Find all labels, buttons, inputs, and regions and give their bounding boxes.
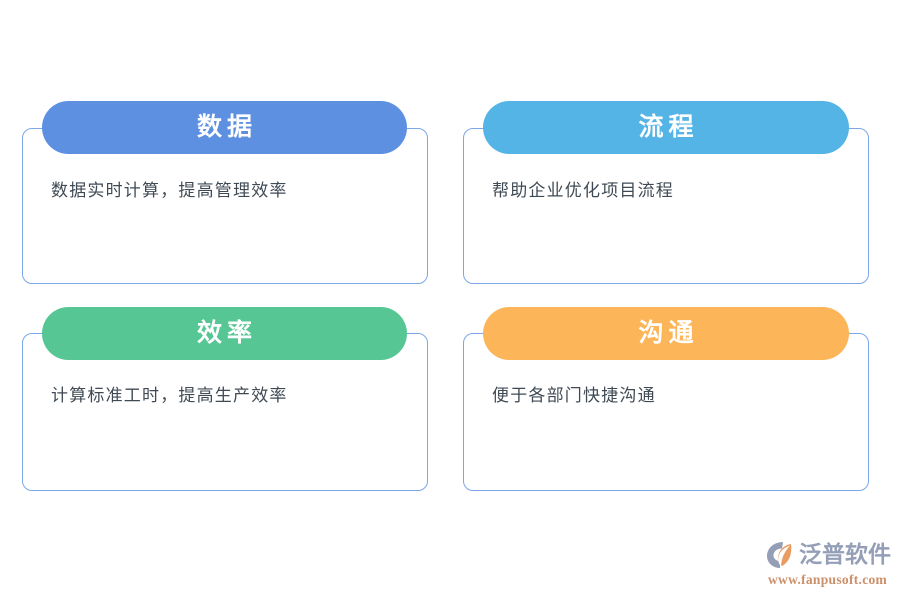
feature-card-process: 帮助企业优化项目流程: [463, 128, 869, 284]
feature-card-title-data: 数据: [42, 101, 407, 154]
feature-card-title-efficiency: 效率: [42, 307, 407, 360]
feature-card-title-label: 流程: [638, 113, 699, 141]
feature-card-title-label: 效率: [196, 319, 257, 347]
feature-card-title-label: 数据: [196, 113, 257, 141]
feature-card-description: 数据实时计算，提高管理效率: [51, 181, 288, 200]
feature-card-description: 便于各部门快捷沟通: [492, 386, 656, 405]
feature-card-title-process: 流程: [483, 101, 849, 154]
feature-card-title-communication: 沟通: [483, 307, 849, 360]
brand-watermark-row: 泛普软件: [766, 540, 892, 570]
brand-watermark-url: www.fanpusoft.com: [768, 572, 888, 587]
feature-card-data: 数据实时计算，提高管理效率: [22, 128, 428, 284]
brand-watermark-name: 泛普软件: [799, 541, 891, 568]
feature-card-description: 计算标准工时，提高生产效率: [51, 386, 288, 405]
fanpu-leaf-logo-icon: [767, 542, 792, 568]
feature-card-title-label: 沟通: [638, 319, 699, 347]
brand-watermark: 泛普软件 www.fanpusoft.com: [766, 540, 892, 587]
feature-card-description: 帮助企业优化项目流程: [492, 181, 674, 200]
